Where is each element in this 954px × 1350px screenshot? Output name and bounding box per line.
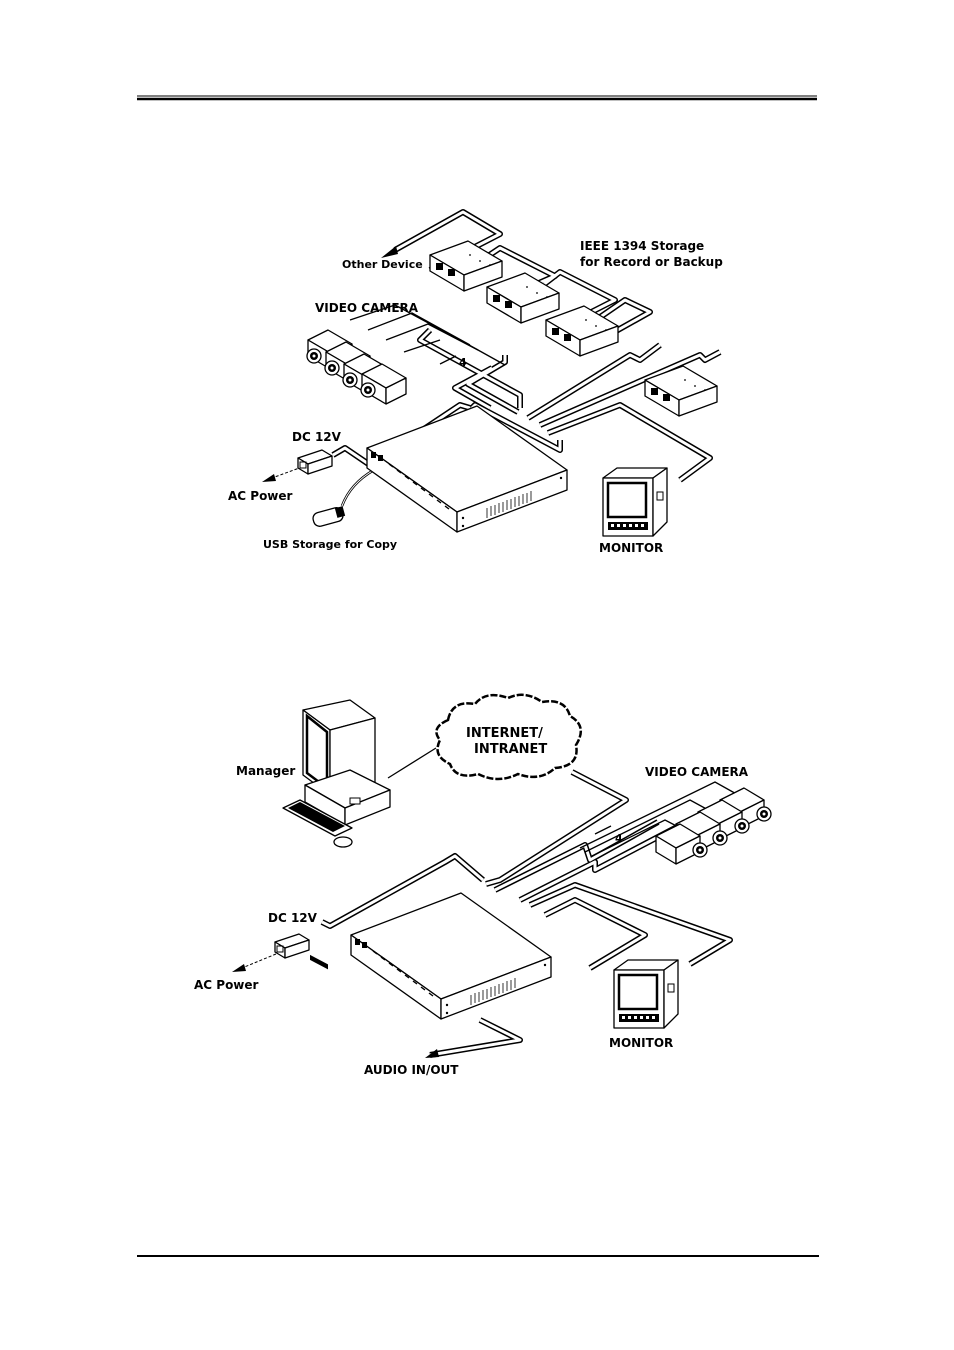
ieee-storage-1 [430,241,502,291]
label-monitor: MONITOR [609,1036,673,1050]
label-usb-storage: USB Storage for Copy [263,538,397,551]
label-video-camera: VIDEO CAMERA [315,301,419,315]
dvr-unit [367,406,567,532]
label-ac-power: AC Power [228,489,293,503]
dc-adaptor [275,934,309,958]
header-rule [137,96,817,99]
usb-stick-icon [312,506,345,528]
label-ieee-line2: for Record or Backup [580,255,723,269]
label-dc-12v: DC 12V [292,430,342,444]
label-ieee-line1: IEEE 1394 Storage [580,239,704,253]
label-video-camera: VIDEO CAMERA [645,765,749,779]
diagram-network: Manager INTERNET/ INTRANET VIDEO CAMERA … [194,695,771,1077]
label-other-device: Other Device [342,258,423,271]
label-internet-line2: INTRANET [474,742,547,757]
label-audio-in-out: AUDIO IN/OUT [364,1063,459,1077]
label-ac-power: AC Power [194,978,259,992]
dc-adaptor [298,450,332,474]
diagram-standalone: Other Device IEEE 1394 Storage for Recor… [228,212,723,555]
label-manager: Manager [236,764,295,778]
label-camera-count: 4 [615,832,623,845]
label-monitor: MONITOR [599,541,663,555]
label-dc-12v: DC 12V [268,911,318,925]
dvr-unit [351,893,551,1019]
monitor-device [603,468,667,536]
label-internet-line1: INTERNET/ [466,726,543,741]
monitor-device [614,960,678,1028]
label-camera-count: 4 [459,356,467,369]
